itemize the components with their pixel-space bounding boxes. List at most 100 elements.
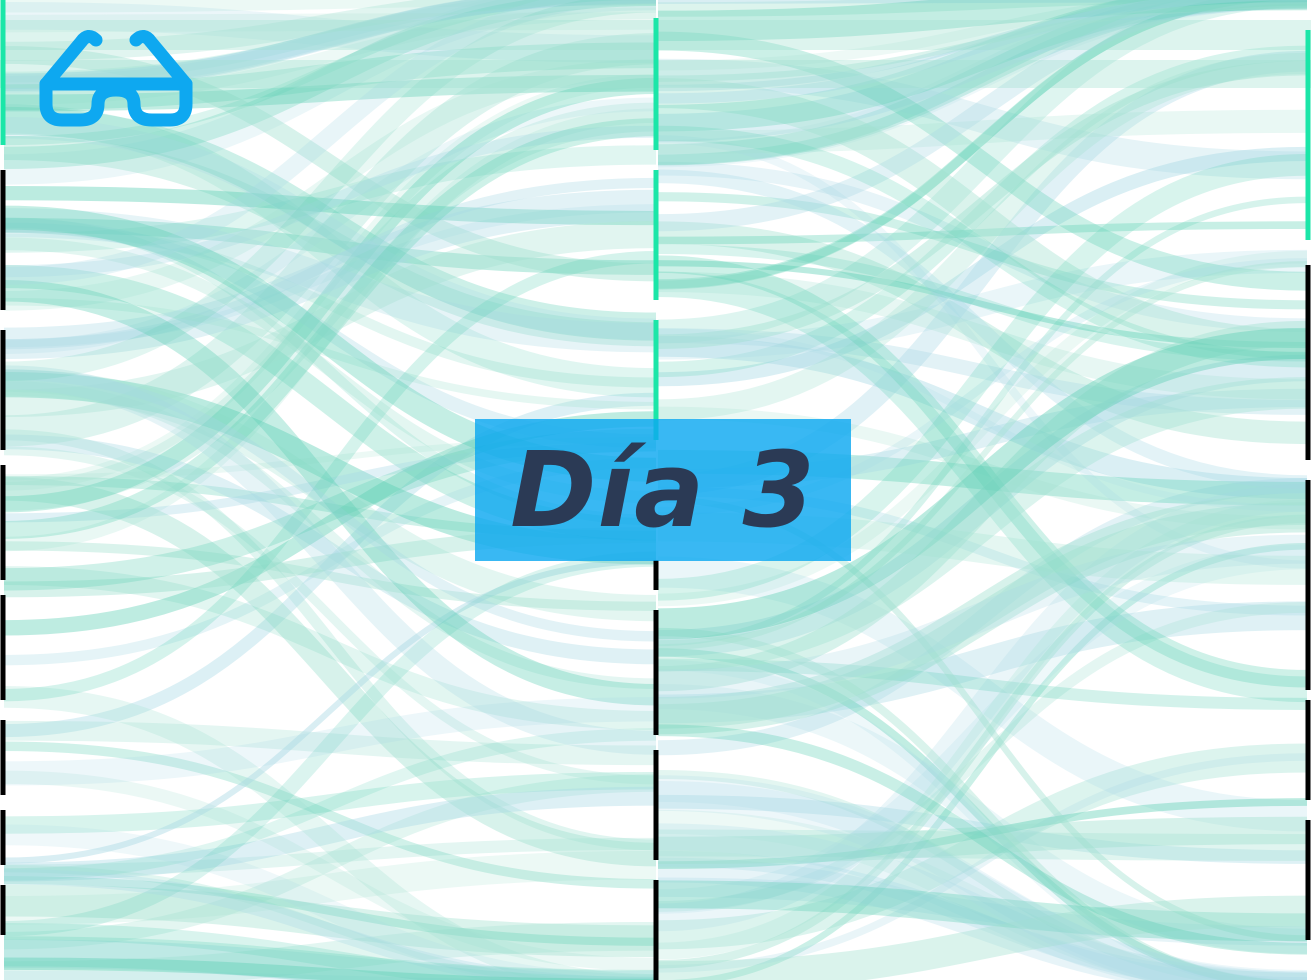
flow-ribbon <box>657 0 1308 104</box>
flow-ribbon <box>657 146 1308 387</box>
flow-ribbon <box>3 46 657 282</box>
flow-ribbon <box>657 328 1308 415</box>
flow-ribbon <box>3 923 657 980</box>
flow-ribbon <box>3 104 657 398</box>
flow-ribbon <box>3 770 657 971</box>
flow-ribbon <box>657 271 1308 703</box>
flow-ribbon <box>657 877 1308 946</box>
flow-ribbon <box>657 798 1308 869</box>
flow-ribbon <box>3 220 657 418</box>
flow-ribbon <box>3 921 657 980</box>
flow-ribbon <box>657 244 1308 362</box>
flow-ribbon <box>3 186 657 226</box>
flow-ribbon <box>3 541 657 611</box>
flow-ribbon <box>657 850 1308 980</box>
flow-ribbon <box>3 0 657 382</box>
flow-ribbon <box>657 0 1308 132</box>
flow-ribbon <box>3 145 657 253</box>
flow-ribbon <box>657 335 1308 500</box>
flow-ribbon <box>657 169 1308 489</box>
flow-ribbon <box>3 59 657 311</box>
flow-ribbon <box>657 483 1308 932</box>
flow-ribbon <box>3 429 657 851</box>
flow-ribbon <box>3 77 657 513</box>
flow-ribbon <box>657 255 1308 688</box>
flow-ribbon <box>3 939 657 980</box>
flow-ribbon <box>3 117 657 340</box>
flow-ribbon <box>657 493 1308 729</box>
flow-ribbon <box>3 102 657 511</box>
flow-ribbon <box>657 271 1308 400</box>
flow-ribbon <box>3 217 657 275</box>
flow-ribbon <box>3 222 657 388</box>
flow-ribbon <box>657 809 1308 980</box>
flow-ribbon <box>657 377 1308 672</box>
flow-ribbon <box>3 297 657 410</box>
flow-ribbon <box>657 2 1308 82</box>
flow-ribbon <box>657 161 1308 333</box>
flow-ribbon <box>657 31 1308 291</box>
flow-ribbon <box>657 0 1308 17</box>
flow-ribbon <box>657 601 1308 724</box>
flow-ribbon <box>3 392 657 738</box>
flow-ribbon <box>3 74 657 491</box>
flow-ribbon <box>657 125 1308 368</box>
flow-ribbon <box>657 880 1308 942</box>
flow-ribbon <box>3 936 657 980</box>
flow-ribbon <box>657 816 1308 865</box>
flow-ribbon <box>3 772 657 834</box>
flow-ribbon <box>657 499 1308 960</box>
flow-ribbon <box>3 0 657 185</box>
flow-ribbon <box>3 685 657 980</box>
flow-ribbon <box>657 658 1308 710</box>
flow-ribbon <box>657 0 1308 165</box>
flow-ribbon <box>3 837 657 877</box>
flow-ribbon <box>3 728 657 881</box>
flow-ribbon <box>657 0 1308 71</box>
flow-ribbon <box>657 775 1308 980</box>
flow-ribbon <box>3 251 657 702</box>
flow-ribbon <box>3 697 657 786</box>
flow-ribbon <box>3 369 657 642</box>
flow-ribbon <box>657 534 1308 699</box>
flow-ribbon <box>3 189 657 359</box>
flow-ribbon <box>3 566 657 730</box>
flow-ribbon <box>3 741 657 889</box>
flow-ribbon <box>3 477 657 867</box>
flow-ribbon <box>3 876 657 946</box>
flow-ribbon <box>3 381 657 689</box>
flow-ribbon <box>657 770 1284 980</box>
flow-ribbon <box>3 786 657 882</box>
flow-ribbon <box>657 753 1308 973</box>
flow-ribbon <box>3 33 657 447</box>
flow-ribbon <box>657 780 1308 980</box>
flow-ribbon <box>657 261 1308 651</box>
flow-ribbon <box>657 45 1308 378</box>
flow-ribbon <box>657 895 1308 980</box>
flow-ribbon <box>657 78 1308 360</box>
flow-ribbon <box>657 52 1308 421</box>
flow-ribbon <box>657 829 1308 861</box>
flow-ribbon <box>3 551 657 937</box>
page-title: Día 3 <box>510 429 816 551</box>
flow-ribbon <box>657 0 1308 168</box>
flow-ribbon <box>3 0 657 285</box>
flow-ribbon <box>657 648 1284 980</box>
flow-ribbon <box>657 0 1292 290</box>
flow-ribbon <box>657 502 1308 735</box>
flow-ribbon <box>3 0 657 61</box>
flow-ribbon <box>3 12 657 33</box>
flow-ribbon <box>657 109 1308 154</box>
flow-ribbon <box>3 774 657 950</box>
flow-ribbon <box>3 446 657 785</box>
flow-ribbon <box>657 556 1308 832</box>
flow-ribbon <box>3 1 657 63</box>
flow-ribbon <box>657 328 1308 512</box>
flow-ribbon <box>657 0 1308 42</box>
flow-ribbon <box>3 365 657 755</box>
flow-ribbon <box>657 0 1308 232</box>
flow-ribbon <box>657 627 1283 980</box>
flow-ribbon <box>3 557 657 864</box>
flow-ribbon <box>3 864 600 980</box>
